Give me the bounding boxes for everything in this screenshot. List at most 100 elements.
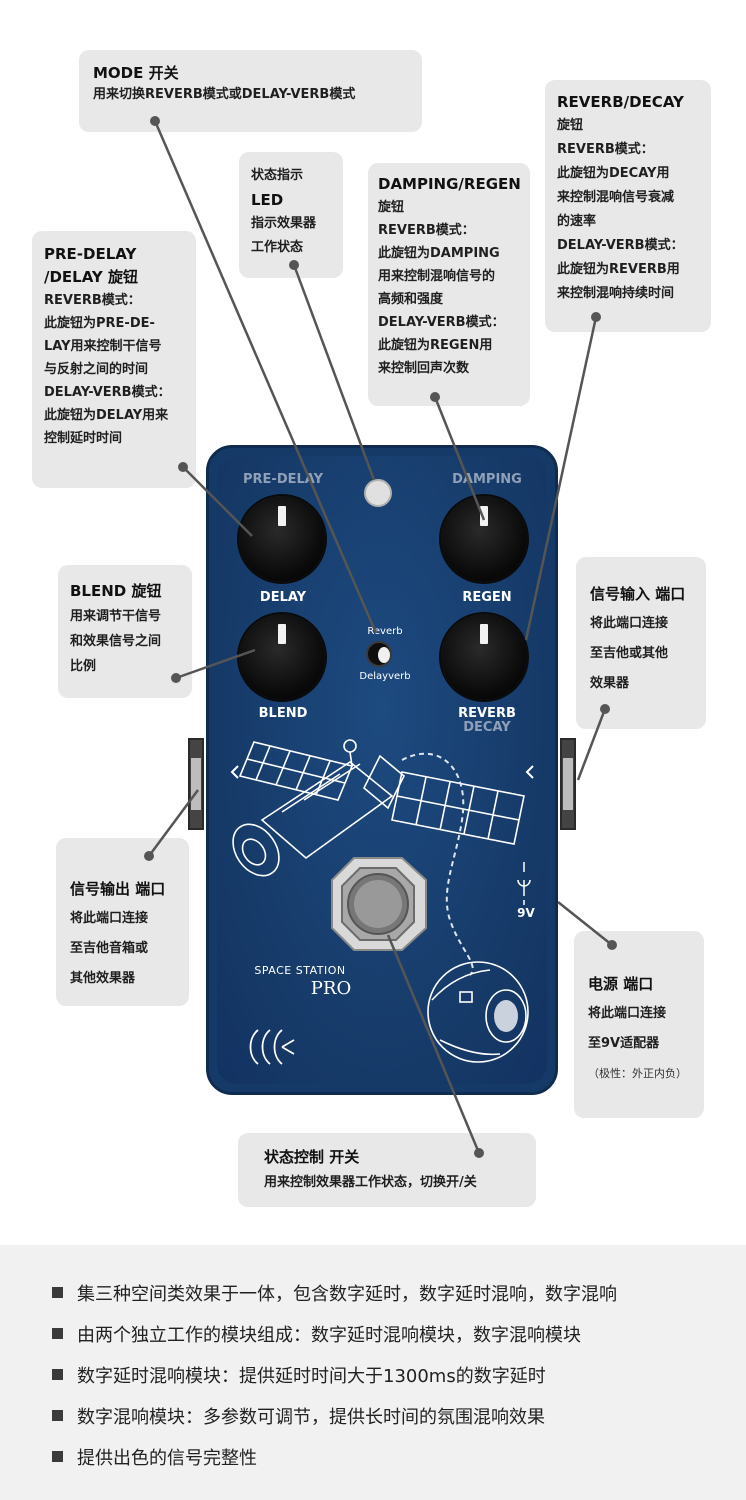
footswitch-button (331, 857, 427, 951)
pedal-enclosure: PRE-DELAY DAMPING DELAY REGEN BLEND REVE… (206, 445, 558, 1095)
space-station-illustration (232, 739, 525, 877)
callout-text: 效果器 (590, 676, 630, 691)
mode-toggle-switch (366, 641, 392, 667)
features-panel (0, 1245, 746, 1500)
astronaut-helmet-illustration (427, 961, 529, 1063)
knob-indicator (278, 624, 286, 644)
callout-title: BLEND 旋钮 (70, 582, 162, 600)
callout-text: REVERB模式： (378, 223, 475, 238)
list-item: 集三种空间类效果于一体，包含数字延时，数字延时混响，数字混响 (52, 1272, 617, 1313)
callout-output-jack: 信号输出 端口 将此端口连接 至吉他音箱或 其他效果器 (56, 838, 189, 1006)
callout-text: 其他效果器 (70, 971, 136, 986)
square-bullet-icon (52, 1451, 63, 1462)
callout-led: 状态指示 LED 指示效果器 工作状态 (239, 152, 343, 278)
callout-damping-regen: DAMPING/REGEN 旋钮 REVERB模式： 此旋钮为DAMPING 用… (368, 163, 530, 406)
label-power-9v: 9V (517, 906, 535, 920)
callout-title: 电源 端口 (588, 975, 654, 993)
pre-delay-knob[interactable] (239, 496, 325, 582)
power-polarity-icon (517, 862, 531, 905)
callout-blend: BLEND 旋钮 用来调节干信号 和效果信号之间 比例 (58, 565, 192, 698)
callout-text: 此旋钮为DAMPING (378, 246, 500, 261)
callout-title: 信号输入 端口 (590, 585, 686, 603)
callout-text: 此旋钮为DELAY用来 (44, 408, 169, 423)
callout-text: 用来调节干信号 (70, 609, 162, 624)
square-bullet-icon (52, 1328, 63, 1339)
callout-title: 信号输出 端口 (70, 880, 166, 898)
callout-text: 和效果信号之间 (70, 634, 162, 649)
callout-text: 此旋钮为PRE-DE- (44, 316, 155, 331)
input-jack[interactable] (560, 738, 576, 830)
output-jack[interactable] (188, 738, 204, 830)
label-blend: BLEND (258, 706, 308, 721)
callout-text: DELAY-VERB模式： (44, 385, 171, 400)
list-item: 数字混响模块：多参数可调节，提供长时间的氛围混响效果 (52, 1395, 617, 1436)
square-bullet-icon (52, 1369, 63, 1380)
callout-title: 状态控制 开关 (264, 1148, 360, 1166)
chevron-left-icon (525, 765, 534, 779)
callout-text: REVERB模式： (44, 293, 141, 308)
square-bullet-icon (52, 1410, 63, 1421)
callout-text: 此旋钮为REVERB用 (557, 262, 680, 277)
feature-text: 数字混响模块：多参数可调节，提供长时间的氛围混响效果 (77, 1406, 545, 1428)
callout-text: 此旋钮为DECAY用 (557, 166, 670, 181)
callout-text: 至9V适配器 (588, 1036, 660, 1051)
callout-text: 此旋钮为REGEN用 (378, 338, 493, 353)
callout-title: REVERB/DECAY (557, 93, 684, 111)
callout-text: DELAY-VERB模式： (378, 315, 505, 330)
callout-text: DELAY-VERB模式： (557, 238, 684, 253)
callout-text: 至吉他或其他 (590, 646, 669, 661)
feature-text: 提供出色的信号完整性 (77, 1447, 257, 1469)
callout-title: MODE 开关 (93, 64, 179, 82)
damping-knob[interactable] (441, 496, 527, 582)
label-switch-delayverb: Delayverb (359, 671, 411, 682)
leader-dots (144, 116, 617, 1158)
callout-mode-switch: MODE 开关 用来切换REVERB模式或DELAY-VERB模式 (79, 50, 422, 132)
callout-text: 来控制混响信号衰减 (557, 190, 675, 205)
callout-text: REVERB模式： (557, 142, 654, 157)
feature-text: 集三种空间类效果于一体，包含数字延时，数字延时混响，数字混响 (77, 1283, 617, 1305)
tether-line (401, 752, 474, 976)
callout-text: 用来切换REVERB模式或DELAY-VERB模式 (93, 87, 356, 102)
callout-text: 用来控制混响信号的 (378, 269, 496, 284)
callout-text: 工作状态 (251, 240, 304, 255)
brand-logo-icon (249, 1029, 295, 1065)
callout-text: 与反射之间的时间 (44, 362, 149, 377)
feature-text: 数字延时混响模块：提供延时时间大于1300ms的数字延时 (77, 1365, 546, 1387)
callout-text: 旋钮 (378, 200, 405, 215)
knob-indicator (480, 624, 488, 644)
knob-indicator (278, 506, 286, 526)
blend-knob[interactable] (239, 614, 325, 700)
callout-text: 比例 (70, 659, 97, 674)
callout-text: 指示效果器 (251, 216, 317, 231)
callout-text: 旋钮 (557, 118, 584, 133)
label-switch-reverb: Reverb (367, 626, 403, 637)
callout-text: 高频和强度 (378, 292, 444, 307)
callout-text: 将此端口连接 (590, 616, 669, 631)
brand-model: PRO (310, 978, 352, 999)
callout-text: 至吉他音箱或 (70, 941, 149, 956)
list-item: 数字延时混响模块：提供延时时间大于1300ms的数字延时 (52, 1354, 617, 1395)
feature-text: 由两个独立工作的模块组成：数字延时混响模块，数字混响模块 (77, 1324, 581, 1346)
label-decay: DECAY (463, 720, 511, 735)
callout-text: 将此端口连接 (70, 911, 149, 926)
chevron-left-icon (230, 765, 239, 779)
leader-lines (147, 120, 613, 1154)
callout-text: LAY用来控制干信号 (44, 339, 162, 354)
status-led-icon (364, 479, 392, 507)
callout-title: /DELAY 旋钮 (44, 268, 138, 286)
label-delay: DELAY (259, 590, 307, 605)
reverb-decay-knob[interactable] (441, 614, 527, 700)
callout-input-jack: 信号输入 端口 将此端口连接 至吉他或其他 效果器 (576, 557, 706, 729)
callout-reverb-decay: REVERB/DECAY 旋钮 REVERB模式： 此旋钮为DECAY用 来控制… (545, 80, 711, 332)
callout-text: 用来控制效果器工作状态，切换开/关 (264, 1175, 477, 1190)
knob-indicator (480, 506, 488, 526)
label-pre-delay: PRE-DELAY (243, 472, 323, 487)
callout-predelay-delay: PRE-DELAY /DELAY 旋钮 REVERB模式： 此旋钮为PRE-DE… (32, 231, 196, 488)
callout-text: 状态指示 (251, 168, 304, 183)
feature-list: 集三种空间类效果于一体，包含数字延时，数字延时混响，数字混响 由两个独立工作的模… (52, 1272, 617, 1477)
label-reverb: REVERB (458, 706, 516, 721)
callout-text: 控制延时时间 (44, 431, 123, 446)
callout-title: DAMPING/REGEN (378, 175, 521, 193)
callout-footswitch: 状态控制 开关 用来控制效果器工作状态，切换开/关 (238, 1133, 536, 1207)
